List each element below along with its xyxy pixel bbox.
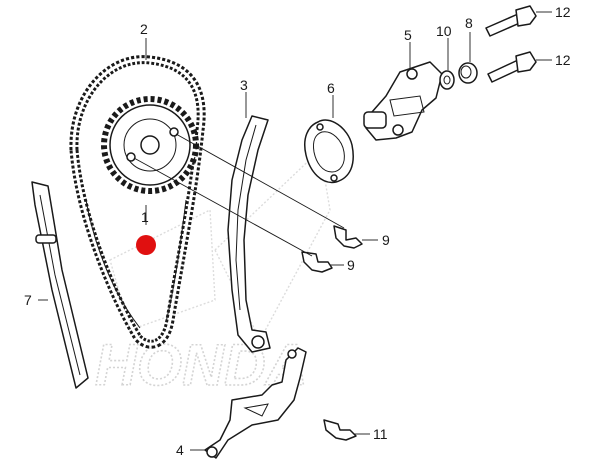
callout-12-lower: 12: [555, 52, 571, 68]
bolt-12-upper: [485, 5, 537, 37]
callout-1: 1: [141, 209, 149, 225]
chain-guide: [31, 181, 89, 389]
gasket: [304, 119, 354, 184]
cam-chain: [69, 55, 206, 349]
cam-sprocket: [101, 96, 199, 194]
sealing-bolt: [458, 62, 478, 84]
callout-11: 11: [373, 426, 388, 442]
bolt-9-lower: [301, 251, 333, 273]
callout-3: 3: [240, 77, 248, 93]
callout-2: 2: [140, 21, 148, 37]
bolt-12-lower: [487, 51, 537, 83]
callout-4: 4: [176, 442, 184, 458]
bracket: [204, 347, 307, 459]
tensioner-slider: [227, 115, 271, 353]
callout-9-lower: 9: [347, 257, 355, 273]
callout-10: 10: [436, 23, 452, 39]
callout-labels: 2 1 3 4 5 6 7 8 10 9 9 11 12 12: [24, 4, 571, 458]
leader-lines: [38, 11, 552, 451]
callout-5: 5: [404, 27, 412, 43]
bolt-11: [323, 419, 357, 441]
callout-12-upper: 12: [555, 4, 571, 20]
callout-6: 6: [327, 80, 335, 96]
callout-9-upper: 9: [382, 232, 390, 248]
tensioner-lifter: [363, 61, 443, 141]
callout-7: 7: [24, 292, 32, 308]
bolt-9-upper: [333, 225, 363, 249]
callout-8: 8: [465, 15, 473, 31]
red-dot-marker: [136, 235, 156, 255]
sealing-washer: [439, 70, 455, 90]
